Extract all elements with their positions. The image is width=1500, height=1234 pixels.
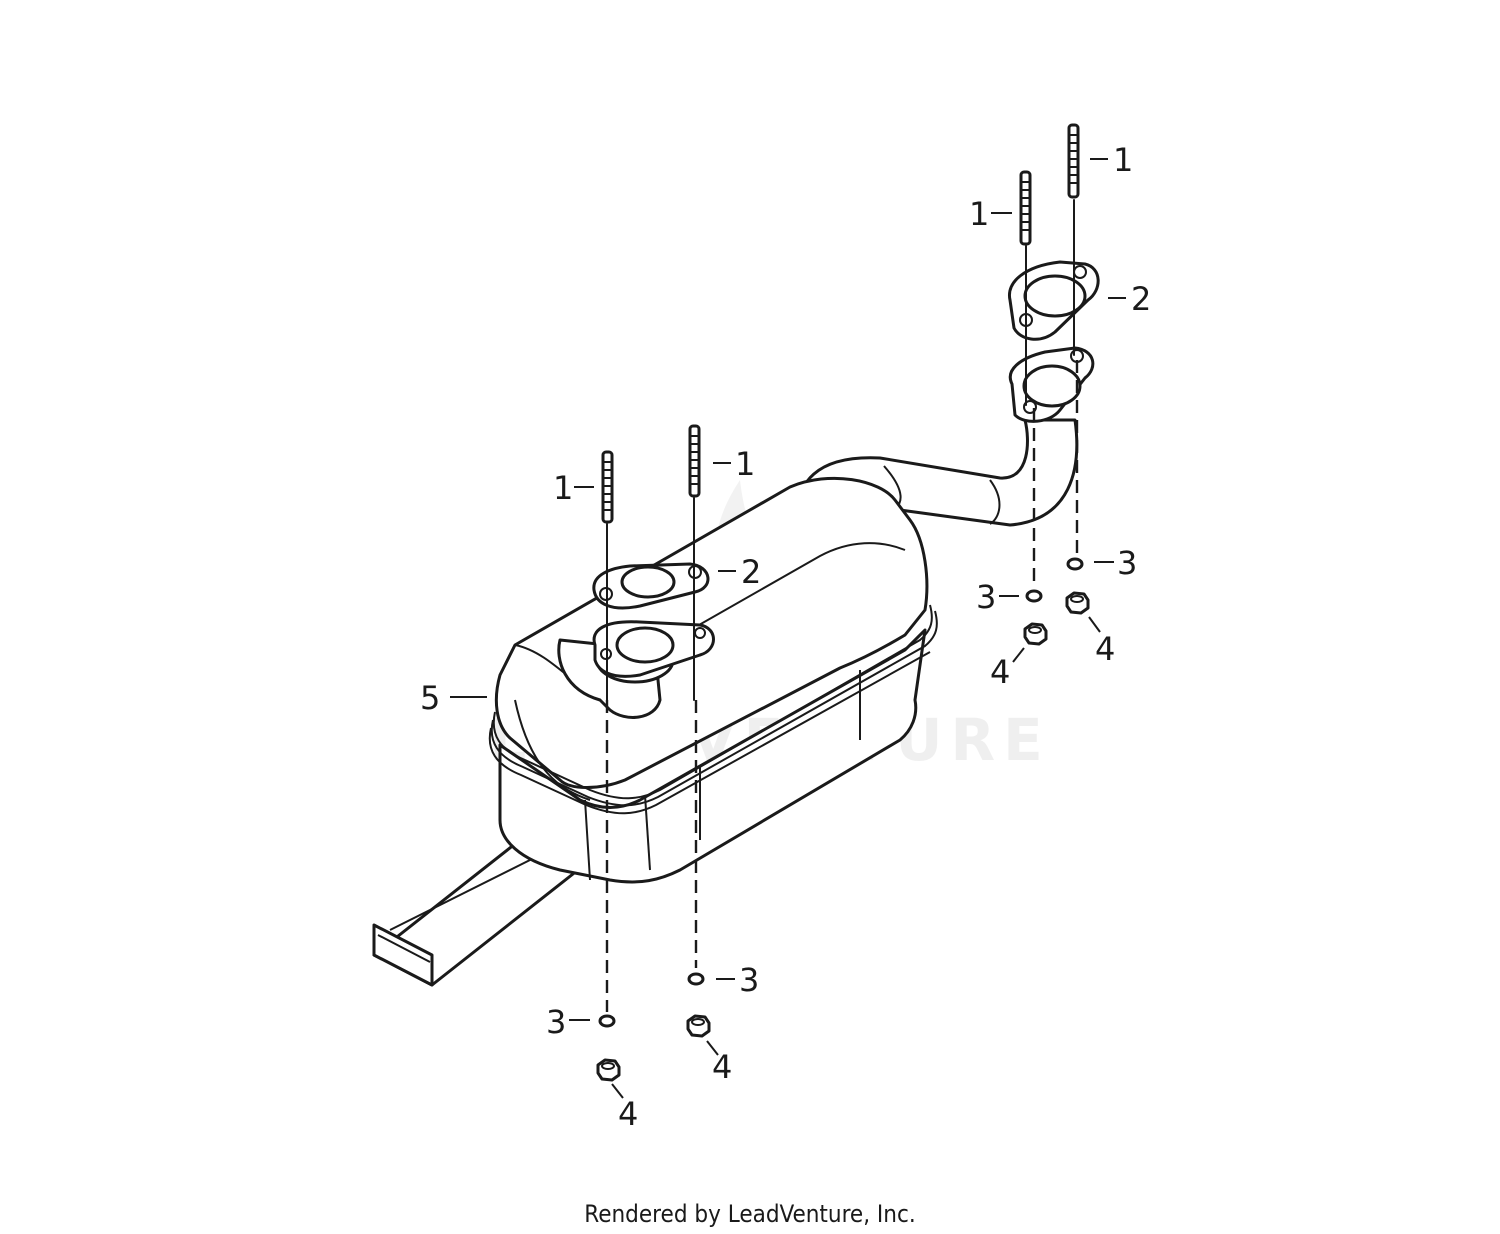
callout-stud-left-b: 1 [735, 445, 755, 483]
exploded-parts-diagram: LEADVENTURE [372, 123, 1151, 1133]
pipe-outlet-flange [1008, 346, 1095, 423]
studs [601, 123, 1080, 524]
footer-credit: Rendered by LeadVenture, Inc. [584, 1200, 916, 1228]
muffler [488, 476, 938, 884]
washer-left-a [598, 1014, 616, 1028]
nut-left-b [686, 1014, 711, 1038]
callout-nut-right-a: 4 [990, 653, 1010, 691]
callout-muffler: 5 [420, 679, 440, 717]
alignment-lines [605, 199, 1079, 1012]
stud-left-a [601, 450, 614, 524]
nut-right-b [1065, 591, 1090, 615]
callout-washer-right-b: 3 [1117, 544, 1137, 582]
callout-nut-left-a: 4 [618, 1095, 638, 1133]
stud-left-b [688, 424, 701, 498]
callout-leaders [450, 158, 1126, 1099]
callout-stud-right-a: 1 [969, 195, 989, 233]
callout-washer-right-a: 3 [976, 578, 996, 616]
callout-labels: 1 1 1 1 2 2 3 3 3 3 4 4 4 4 5 [420, 141, 1151, 1133]
gasket-right [1008, 260, 1100, 341]
washer-left-b [687, 972, 705, 986]
fasteners [596, 557, 1090, 1082]
callout-washer-left-b: 3 [739, 961, 759, 999]
callout-washer-left-a: 3 [546, 1003, 566, 1041]
callout-gasket-right: 2 [1131, 280, 1151, 318]
nut-right-a [1023, 622, 1048, 646]
washer-right-b [1066, 557, 1084, 571]
stud-right-a [1019, 170, 1032, 246]
callout-gasket-left: 2 [741, 553, 761, 591]
gasket-left [592, 562, 710, 610]
muffler-inlet-flange [592, 620, 715, 678]
washer-right-a [1025, 589, 1043, 603]
stud-right-b [1067, 123, 1080, 199]
callout-nut-left-b: 4 [712, 1048, 732, 1086]
callout-nut-right-b: 4 [1095, 630, 1115, 668]
nut-left-a [596, 1058, 621, 1082]
callout-stud-right-b: 1 [1113, 141, 1133, 179]
callout-stud-left-a: 1 [553, 469, 573, 507]
